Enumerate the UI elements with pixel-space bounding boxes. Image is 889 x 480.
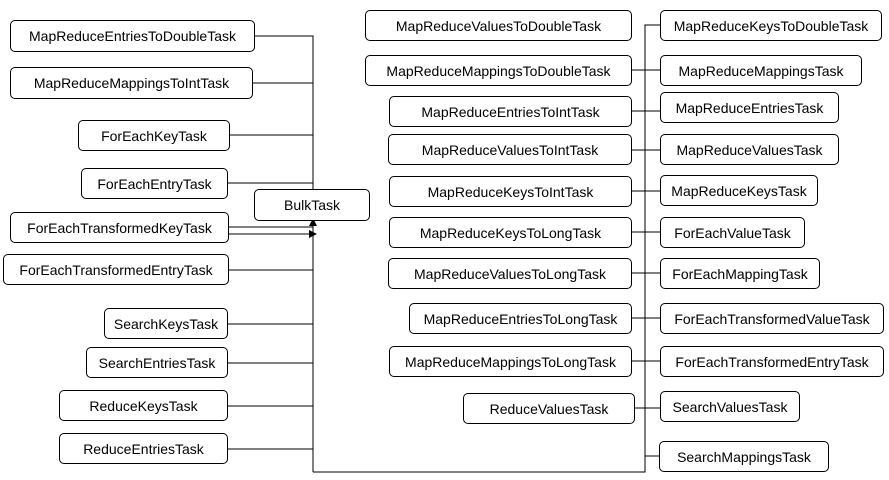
right-group-connectors [309,24,660,473]
right-task-node: MapReduceMappingsTask [660,55,862,86]
middle-task-node: MapReduceMappingsToLongTask [389,346,632,377]
right-task-node: ForEachValueTask [660,217,805,248]
middle-task-node: MapReduceMappingsToDoubleTask [365,55,632,86]
left-task-node: SearchKeysTask [104,308,228,339]
bulk-task-node: BulkTask [254,189,370,221]
right-task-node: MapReduceKeysTask [660,175,818,206]
left-task-node: MapReduceMappingsToIntTask [10,67,253,99]
right-task-node: MapReduceKeysToDoubleTask [660,10,882,41]
middle-task-node: MapReduceEntriesToLongTask [409,303,632,334]
left-task-node: ForEachEntryTask [81,168,228,199]
middle-task-node: MapReduceKeysToIntTask [389,176,632,207]
middle-task-node: MapReduceValuesToIntTask [388,134,632,165]
right-task-node: ForEachTransformedValueTask [660,303,884,334]
right-task-node: ForEachTransformedEntryTask [660,346,884,377]
left-task-node: MapReduceEntriesToDoubleTask [10,20,255,52]
right-task-node: MapReduceValuesTask [660,134,839,165]
middle-task-node: MapReduceValuesToDoubleTask [365,10,632,41]
right-task-node: SearchMappingsTask [659,441,829,472]
right-task-node: ForEachMappingTask [660,258,820,289]
right-task-node: MapReduceEntriesTask [660,92,839,123]
middle-task-node: MapReduceEntriesToIntTask [389,96,632,127]
left-task-node: ForEachTransformedEntryTask [3,254,229,285]
middle-task-node: ReduceValuesTask [463,393,635,424]
left-task-node: ReduceEntriesTask [59,433,228,464]
left-task-node: ForEachKeyTask [78,120,230,151]
left-task-node: ForEachTransformedKeyTask [10,212,229,243]
left-group-connectors [228,35,317,450]
left-task-node: ReduceKeysTask [59,390,228,421]
left-task-node: SearchEntriesTask [86,347,228,378]
middle-task-node: MapReduceKeysToLongTask [389,217,632,248]
right-task-node: SearchValuesTask [660,391,800,422]
middle-task-node: MapReduceValuesToLongTask [388,258,632,289]
